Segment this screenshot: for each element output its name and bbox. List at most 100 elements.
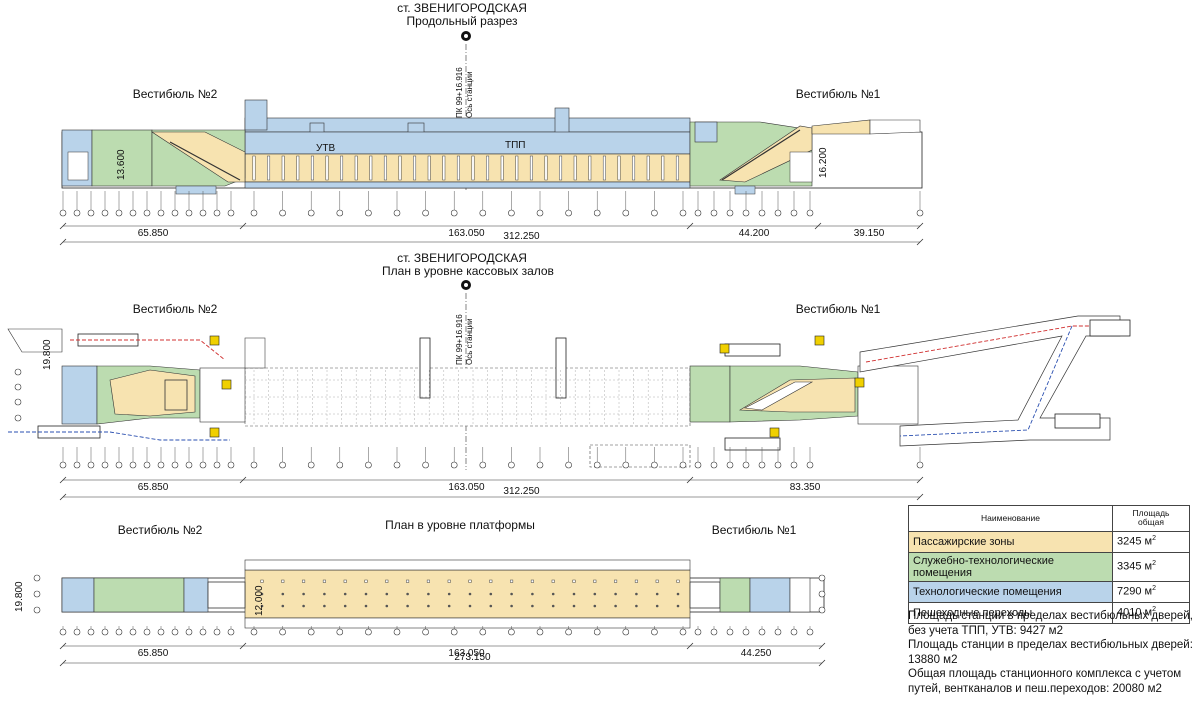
column [281, 604, 285, 608]
section1-vestibule-2-service [91, 129, 153, 187]
axis-bubble-icon [14, 368, 22, 376]
column [447, 604, 451, 608]
legend-header-area: Площадь общая [1112, 505, 1190, 532]
axis-bubble-icon [336, 628, 344, 636]
axis-bubble-icon [115, 209, 123, 217]
axis-bubble-icon [622, 461, 630, 469]
column [354, 155, 358, 181]
dimension-tick [916, 476, 924, 484]
section1-platform-hall [244, 153, 691, 183]
column [281, 579, 285, 583]
column [661, 155, 665, 181]
dimension-tick [239, 222, 247, 230]
elevator-icon [769, 427, 780, 438]
axis-bubble-icon [157, 628, 165, 636]
axis-bubble-icon [279, 209, 286, 217]
north-arrow-icon [461, 280, 471, 290]
legend-row-area: 4010 м2 [1112, 601, 1190, 624]
section2-vestibule-1-service-a [689, 365, 731, 423]
axis-bubble-icon [227, 461, 235, 469]
axis-bubble-icon [710, 461, 718, 469]
section1-grid-axes [59, 191, 924, 217]
column [343, 592, 347, 596]
axis-bubble-icon [59, 628, 67, 636]
axis-bubble-icon [593, 628, 601, 636]
axis-bubble-icon [742, 461, 750, 469]
axis-bubble-icon [679, 628, 687, 636]
section1-vestibule-1-tech [694, 121, 718, 143]
axis-bubble-icon [622, 628, 630, 636]
area-notes: Площадь станции в пределах вестибюльных … [908, 609, 1200, 696]
axis-bubble-icon [393, 628, 401, 636]
note-area-within-doors: Площадь станции в пределах вестибюльных … [908, 639, 1193, 666]
section1-axis-label2: Ось станции [465, 71, 474, 118]
column [544, 155, 548, 181]
legend-header-name: Наименование [908, 505, 1113, 532]
axis-bubble-icon [422, 628, 429, 636]
column [634, 579, 638, 583]
axis-bubble-icon [450, 209, 458, 217]
axis-bubble-icon [651, 461, 658, 469]
section1-height-right: 16.200 [818, 147, 829, 178]
dimension-tick [59, 493, 67, 501]
elevator-icon [209, 335, 220, 346]
dimension-value: 65.850 [138, 228, 169, 239]
column [602, 155, 606, 181]
column [573, 155, 577, 181]
section2-tpp-left [419, 337, 431, 399]
axis-bubble-icon [593, 461, 601, 469]
column [302, 604, 305, 608]
axis-bubble-icon [199, 461, 207, 469]
column [676, 579, 680, 583]
dimension-tick [916, 493, 924, 501]
axis-bubble-icon [818, 606, 826, 614]
column [593, 604, 597, 608]
dimension-value: 163.050 [448, 228, 485, 239]
axis-bubble-icon [250, 461, 258, 469]
column [427, 592, 430, 596]
dimension-tick [59, 222, 67, 230]
section1-technical-upper [244, 131, 691, 155]
axis-bubble-icon [250, 209, 258, 217]
column [614, 592, 617, 596]
section2-axis-label2: Ось станции [465, 318, 474, 365]
axis-bubble-icon [536, 628, 544, 636]
legend-row-name: Технологические помещения [908, 580, 1113, 603]
section3-vestibule-2-escalators [207, 581, 246, 609]
section1-escalator-left [169, 141, 241, 181]
dimension-tick [239, 476, 247, 484]
section2-route-blue-right [899, 325, 1073, 437]
column [302, 579, 306, 583]
axis-bubble-icon [393, 209, 401, 217]
axis-bubble-icon [450, 628, 458, 636]
axis-bubble-icon [790, 461, 798, 469]
section1-utv-label: УТВ [316, 143, 335, 154]
axis-bubble-icon [185, 209, 193, 217]
axis-bubble-icon [307, 628, 315, 636]
column [531, 604, 534, 608]
axis-bubble-icon [365, 209, 372, 217]
section1-vestibule-2-pit [175, 185, 217, 195]
section1-vestibule-1-door [789, 151, 813, 183]
axis-bubble-icon [279, 628, 286, 636]
axis-bubble-icon [622, 209, 630, 217]
axis-bubble-icon [250, 628, 258, 636]
section1-tpp-label: ТПП [505, 140, 525, 151]
axis-bubble-icon [422, 209, 429, 217]
axis-bubble-icon [679, 209, 687, 217]
axis-bubble-icon [774, 461, 782, 469]
axis-bubble-icon [365, 628, 372, 636]
section3-width-inner: 12.000 [254, 585, 265, 616]
column [471, 155, 475, 181]
column [442, 155, 446, 181]
dimension-value: 44.250 [741, 648, 772, 659]
axis-bubble-icon [758, 628, 766, 636]
column [468, 579, 472, 583]
section1-vestibule-1-pit [734, 185, 756, 195]
legend-row-name: Пассажирские зоны [908, 530, 1113, 553]
section2-vestibule-1-label: Вестибюль №1 [796, 302, 881, 316]
column [675, 155, 679, 181]
